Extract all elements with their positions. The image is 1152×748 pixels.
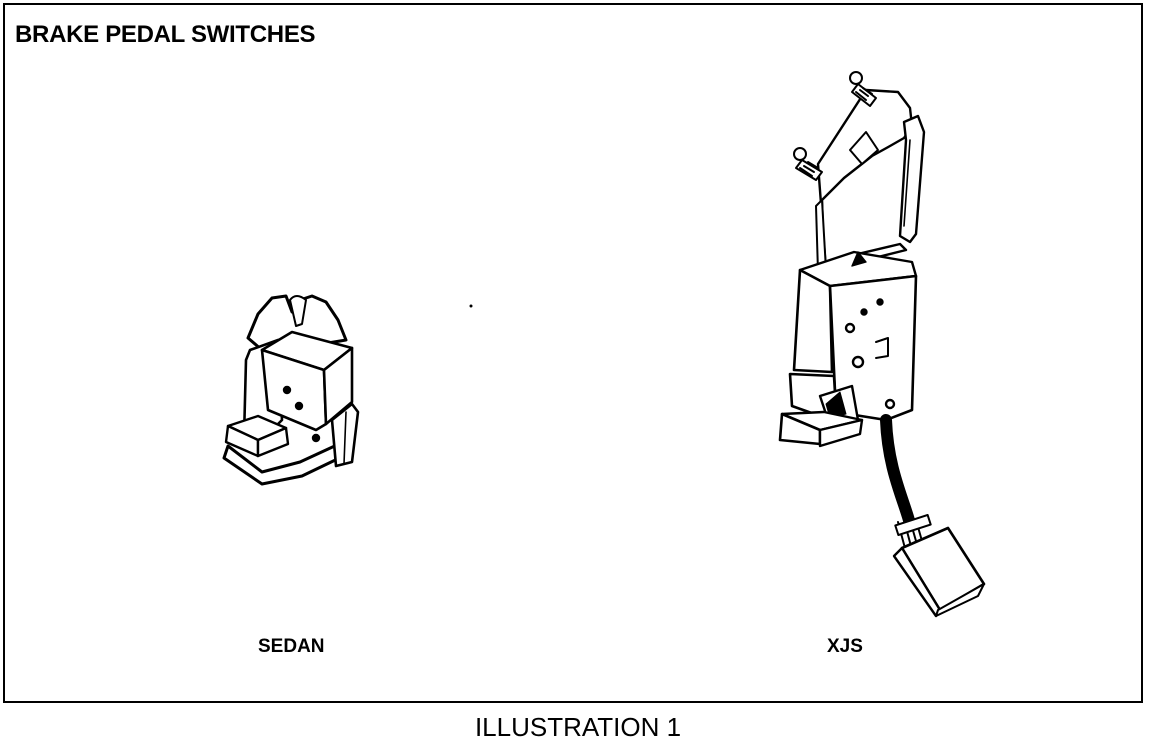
diagram-frame: BRAKE PEDAL SWITCHES	[3, 3, 1143, 703]
illustration-caption: ILLUSTRATION 1	[0, 712, 1152, 743]
speck-mark	[469, 304, 473, 308]
illustration-caption-text: ILLUSTRATION 1	[474, 712, 682, 742]
diagram-title: BRAKE PEDAL SWITCHES	[15, 21, 316, 48]
sedan-label: SEDAN	[258, 636, 325, 657]
sedan-switch-drawing	[222, 294, 360, 486]
xjs-label: XJS	[827, 636, 863, 657]
xjs-switch-drawing	[778, 71, 986, 618]
